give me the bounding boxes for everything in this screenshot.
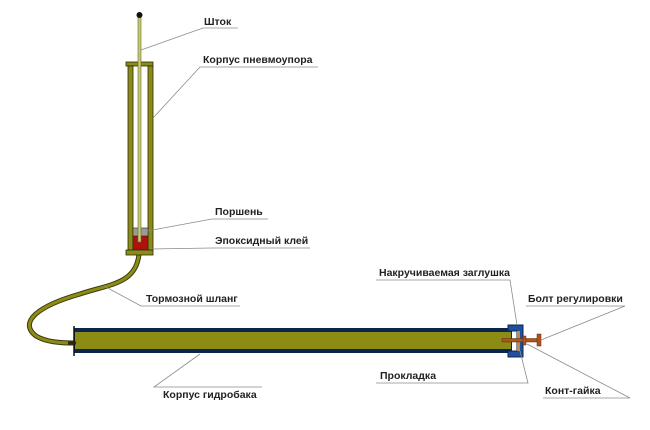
hydro-tank-fill — [75, 332, 511, 349]
brake-hose-fill — [28, 253, 141, 345]
cylinder-bottom-cap — [125, 249, 154, 256]
cylinder-right-wall — [147, 65, 154, 251]
leader-hose — [103, 285, 240, 307]
leader-air-cylinder — [152, 66, 318, 119]
label-gasket: Прокладка — [380, 370, 436, 382]
leader-epoxy — [149, 247, 310, 250]
rod — [137, 15, 142, 243]
leader-cap — [376, 279, 518, 326]
label-rod: Шток — [204, 16, 232, 28]
leader-gasket — [376, 350, 529, 384]
label-piston: Поршень — [215, 206, 263, 218]
label-lock-nut: Конт-гайка — [545, 385, 601, 397]
leader-rod — [140, 27, 238, 51]
lock-nut — [522, 335, 527, 346]
cylinder-left-wall — [127, 65, 134, 251]
label-brake-hose: Тормозной шланг — [146, 293, 238, 305]
leader-lock-nut — [526, 343, 631, 399]
bolt-head — [536, 333, 542, 347]
label-adjust-bolt: Болт регулировки — [528, 293, 623, 305]
label-air-cylinder-body: Корпус пневмоупора — [203, 54, 313, 66]
rod-ball-tip — [136, 12, 143, 18]
label-screw-cap: Накручиваемая заглушка — [379, 267, 510, 279]
leader-piston — [146, 218, 268, 232]
label-hydro-tank-body: Корпус гидробака — [163, 389, 257, 401]
leader-tank — [152, 353, 262, 388]
label-epoxy: Эпоксидный клей — [215, 235, 308, 247]
adjust-bolt — [501, 338, 539, 343]
leader-bolt — [526, 305, 626, 341]
